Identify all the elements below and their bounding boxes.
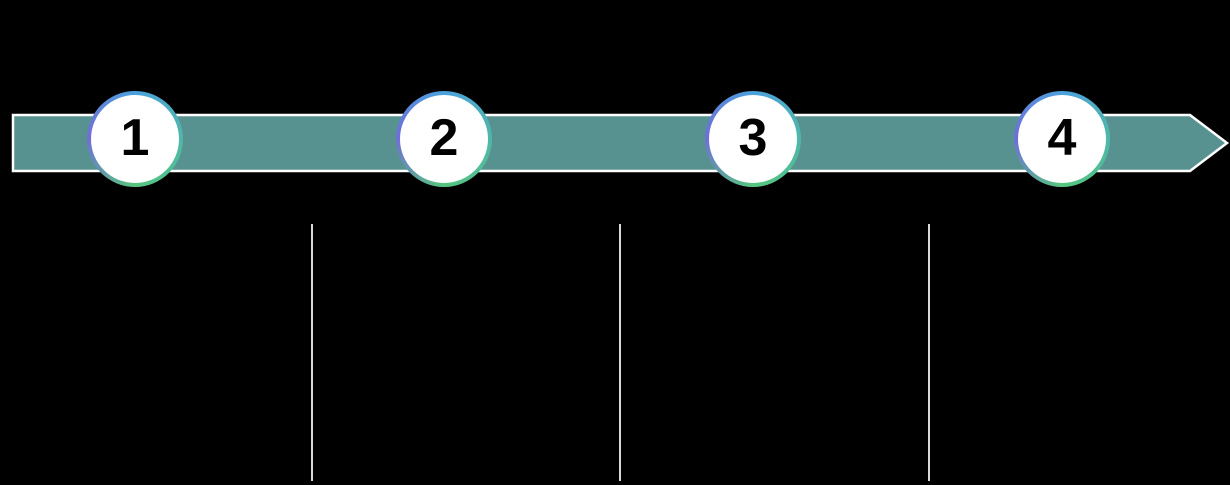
step-number-3: 3 (738, 109, 768, 167)
step-circle-2-face: 2 (400, 95, 488, 183)
step-circle-3-face: 3 (709, 95, 797, 183)
step-circle-1-face: 1 (91, 95, 179, 183)
section-divider-3 (928, 224, 930, 481)
step-circle-1: 1 (87, 91, 183, 187)
step-number-4: 4 (1047, 109, 1077, 167)
step-number-2: 2 (429, 109, 459, 167)
section-divider-2 (619, 224, 621, 481)
step-number-1: 1 (120, 109, 150, 167)
timeline-arrow-shape (11, 113, 1230, 173)
step-circle-4: 4 (1014, 91, 1110, 187)
section-divider-1 (311, 224, 313, 481)
step-circle-4-face: 4 (1018, 95, 1106, 183)
step-circle-3: 3 (705, 91, 801, 187)
step-circle-2: 2 (396, 91, 492, 187)
